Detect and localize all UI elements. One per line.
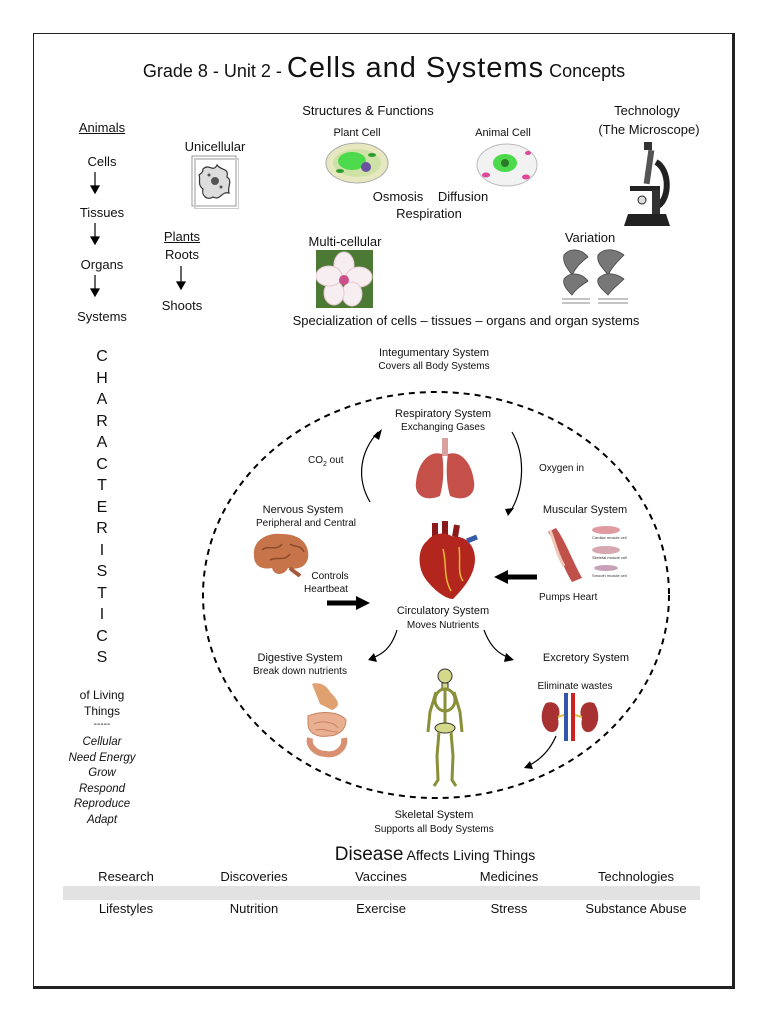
integumentary-desc: Covers all Body Systems: [378, 361, 490, 372]
amoeba-image: [191, 155, 239, 209]
row1-technologies: Technologies: [598, 869, 674, 884]
excretory-name: Excretory System: [542, 652, 630, 664]
digestive-desc: Break down nutrients: [253, 666, 347, 677]
row2-stress: Stress: [490, 901, 528, 916]
respiratory-desc: Exchanging Gases: [401, 422, 485, 433]
things-label: Things: [83, 704, 121, 718]
excretory-desc: Eliminate wastes: [537, 681, 613, 692]
oxygen-label: Oxygen in: [539, 463, 585, 474]
row1-discoveries: Discoveries: [220, 869, 288, 884]
finches-image: [562, 249, 628, 304]
page-title: Grade 8 - Unit 2 - Cells and Systems Con…: [142, 52, 626, 84]
plant-cell-image: [325, 142, 389, 184]
level-tissues: Tissues: [79, 205, 125, 220]
heart-image: [419, 521, 478, 599]
integumentary-name: Integumentary System: [378, 347, 490, 359]
integumentary-boundary: [202, 391, 670, 799]
circulatory-desc: Moves Nutrients: [406, 620, 480, 631]
level-systems: Systems: [77, 309, 127, 324]
page-frame: [33, 33, 735, 989]
heartbeat-label: Heartbeat: [304, 584, 348, 595]
separator: -----: [93, 719, 111, 730]
traits-list: Cellular Need Energy Grow Respond Reprod…: [68, 735, 135, 829]
osmosis-label: Osmosis: [372, 189, 424, 204]
microscope-image: [624, 142, 670, 226]
digestive-name: Digestive System: [257, 652, 343, 664]
muscle-image: Cardiac muscle cell Skeletal muscle cell…: [548, 526, 627, 582]
row1-medicines: Medicines: [479, 869, 539, 884]
respiration-label: Respiration: [396, 206, 462, 221]
animal-cell-label: Animal Cell: [475, 127, 531, 139]
trait-item: Cellular: [82, 736, 122, 748]
skeletal-desc: Supports all Body Systems: [374, 824, 494, 835]
structures-heading: Structures & Functions: [302, 103, 434, 118]
skeleton-image: [426, 668, 464, 787]
trait-item: Grow: [88, 767, 116, 780]
pumps-heart-label: Pumps Heart: [539, 592, 598, 603]
skeletal-name: Skeletal System: [394, 809, 474, 821]
row1-vaccines: Vaccines: [355, 869, 407, 884]
circulatory-name: Circulatory System: [396, 605, 490, 617]
to-digestive-arrow: [371, 629, 398, 659]
plants-heading: Plants: [163, 229, 201, 244]
nervous-name: Nervous System: [262, 504, 344, 516]
row2-nutrition: Nutrition: [229, 901, 279, 916]
row1-research: Research: [98, 869, 154, 884]
muscle-caption-smooth: Smooth muscle cell: [592, 573, 627, 578]
muscle-caption-cardiac: Cardiac muscle cell: [592, 535, 627, 540]
muscular-name: Muscular System: [542, 504, 628, 516]
flower-image: [316, 250, 373, 308]
plants-shoots: Shoots: [161, 298, 203, 313]
variation-label: Variation: [564, 230, 616, 245]
controls-label: Controls: [311, 571, 349, 582]
characteristics-vertical: C H A R A C T E R I S T I C S: [96, 348, 108, 666]
trait-item: Need Energy: [68, 751, 136, 764]
oxygen-arrow: [509, 431, 523, 513]
diffusion-label: Diffusion: [437, 189, 489, 204]
plant-cell-label: Plant Cell: [333, 127, 381, 139]
plants-roots: Roots: [165, 247, 199, 262]
respiratory-name: Respiratory System: [395, 408, 491, 420]
of-living-label: of Living: [79, 688, 125, 702]
co2-label: CO2 out: [308, 455, 344, 468]
level-organs: Organs: [80, 257, 124, 272]
animal-cell-image: [476, 143, 538, 187]
disease-heading: Disease Affects Living Things: [334, 844, 536, 865]
level-cells: Cells: [87, 154, 117, 169]
co2-arrow: [361, 431, 379, 503]
kidney-image: [541, 693, 599, 741]
trait-item: Respond: [78, 782, 126, 795]
trait-item: Reproduce: [73, 798, 131, 811]
multicellular-label: Multi-cellular: [308, 234, 382, 249]
gray-band: [63, 886, 700, 900]
row2-exercise: Exercise: [356, 901, 406, 916]
nervous-desc: Peripheral and Central: [255, 518, 357, 529]
unicellular-label: Unicellular: [184, 139, 246, 154]
trait-item: Adapt: [86, 813, 118, 826]
muscle-caption-skeletal: Skeletal muscle cell: [592, 555, 627, 560]
row2-substance-abuse: Substance Abuse: [585, 901, 687, 916]
specialization-label: Specialization of cells – tissues – orga…: [292, 313, 640, 328]
microscope-label: (The Microscope): [598, 122, 700, 137]
brain-image: [253, 533, 309, 578]
digestive-image: [306, 683, 348, 758]
technology-label: Technology: [614, 103, 680, 118]
row2-lifestyles: Lifestyles: [98, 901, 154, 916]
animals-heading: Animals: [78, 120, 126, 135]
lungs-image: [415, 438, 475, 499]
